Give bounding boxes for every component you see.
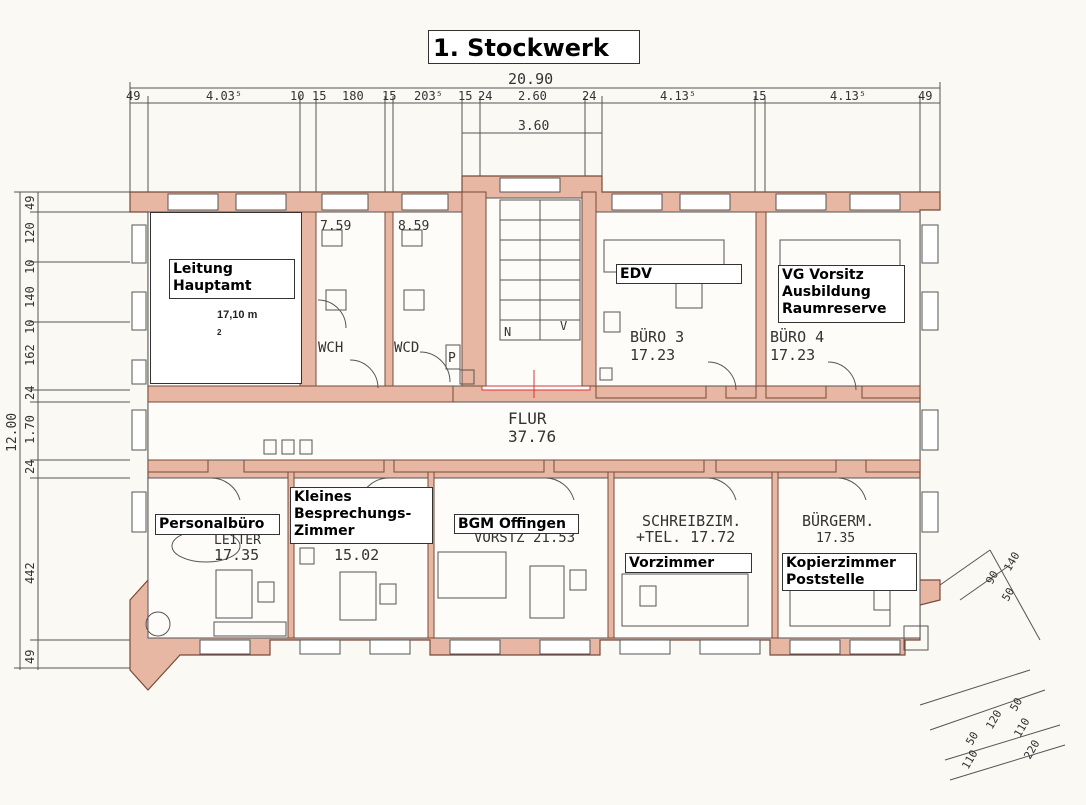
svg-text:49: 49 (126, 89, 140, 103)
svg-text:4.03⁵: 4.03⁵ (206, 89, 242, 103)
svg-text:49: 49 (23, 650, 37, 664)
flur-area: 37.76 (508, 427, 556, 446)
svg-text:49: 49 (918, 89, 932, 103)
room-label-leitung-box: Leitung Hauptamt (169, 259, 295, 299)
svg-text:442: 442 (23, 562, 37, 584)
dim-right: 140 90 50 50 120 50 110 110 220 (959, 550, 1042, 772)
wc-d-area: 8.59 (398, 219, 429, 234)
dim-top-row: 49 4.03⁵ 10 15 180 15 203⁵ 15 24 2.60 24… (126, 89, 932, 103)
svg-text:120: 120 (23, 222, 37, 244)
svg-text:15: 15 (752, 89, 766, 103)
svg-text:2.60: 2.60 (518, 89, 547, 103)
svg-text:15: 15 (312, 89, 326, 103)
bgm-partial: VORSTZ 21.53 (474, 530, 575, 546)
windows (131, 177, 939, 655)
svg-text:4.13⁵: 4.13⁵ (660, 89, 696, 103)
room-label-kopier: Kopierzimmer Poststelle (782, 553, 917, 591)
flur-label: FLUR (508, 409, 547, 428)
svg-text:50: 50 (1007, 696, 1025, 714)
svg-text:140: 140 (23, 286, 37, 308)
personal-area: 17.35 (214, 546, 259, 564)
room-label-edv: EDV (616, 264, 742, 284)
svg-text:220: 220 (1021, 738, 1042, 762)
svg-text:90: 90 (983, 569, 1001, 587)
buero4-area: 17.23 (770, 346, 815, 364)
svg-text:120: 120 (983, 708, 1004, 732)
svg-text:4.13⁵: 4.13⁵ (830, 89, 866, 103)
svg-text:10: 10 (290, 89, 304, 103)
svg-text:162: 162 (23, 344, 37, 366)
wc-h-label: WCH (318, 340, 343, 356)
schreib-label: SCHREIBZIM. (642, 512, 741, 530)
room-label-personal: Personalbüro (155, 514, 280, 535)
wc-d-label: WCD (394, 340, 419, 356)
room-label-vg: VG Vorsitz Ausbildung Raumreserve (778, 265, 905, 323)
room-label-besprechung: Kleines Besprechungs- Zimmer (290, 487, 433, 544)
page-title: 1. Stockwerk (428, 30, 640, 64)
svg-text:50: 50 (963, 730, 981, 748)
dim-stair: 3.60 (518, 119, 549, 134)
buergerm-area: 17.35 (816, 531, 855, 546)
dimension-lines-left (14, 191, 130, 670)
buergerm-label: BÜRGERM. (802, 511, 874, 530)
doors (209, 299, 867, 501)
staircase (499, 199, 581, 341)
stair-v: V (560, 319, 567, 333)
svg-text:180: 180 (342, 89, 364, 103)
svg-text:15: 15 (458, 89, 472, 103)
buero3-label: BÜRO 3 (630, 327, 684, 346)
buero4-label: BÜRO 4 (770, 327, 824, 346)
stair-n: N (504, 325, 511, 339)
svg-text:140: 140 (1001, 550, 1022, 574)
dim-overall: 20.90 (508, 70, 553, 88)
svg-text:203⁵: 203⁵ (414, 89, 443, 103)
svg-text:10: 10 (23, 260, 37, 274)
svg-text:1.70: 1.70 (23, 415, 37, 444)
svg-text:24: 24 (23, 460, 37, 474)
dim-height: 12.00 (5, 413, 20, 452)
svg-text:110: 110 (1011, 716, 1032, 740)
wc-h-area: 7.59 (320, 219, 351, 234)
svg-text:49: 49 (23, 196, 37, 210)
personal-partial: LEITER (214, 533, 261, 548)
room-label-bgm: BGM Offingen (454, 514, 579, 534)
svg-text:24: 24 (23, 386, 37, 400)
dim-left-col: 49 120 10 140 10 162 24 1.70 24 442 49 (23, 196, 37, 664)
svg-text:110: 110 (959, 748, 980, 772)
dimension-lines-right (919, 549, 1066, 781)
besprech-area: 15.02 (334, 546, 379, 564)
corridor-walls (147, 191, 921, 639)
svg-text:50: 50 (999, 586, 1017, 604)
schreib-area: +TEL. 17.72 (636, 528, 735, 546)
room-label-vorzimmer: Vorzimmer (625, 553, 752, 573)
svg-text:15: 15 (382, 89, 396, 103)
svg-text:24: 24 (582, 89, 596, 103)
p-label: P (448, 351, 456, 366)
svg-text:24: 24 (478, 89, 492, 103)
buero3-area: 17.23 (630, 346, 675, 364)
dimension-lines-top (129, 82, 941, 200)
svg-text:10: 10 (23, 320, 37, 334)
